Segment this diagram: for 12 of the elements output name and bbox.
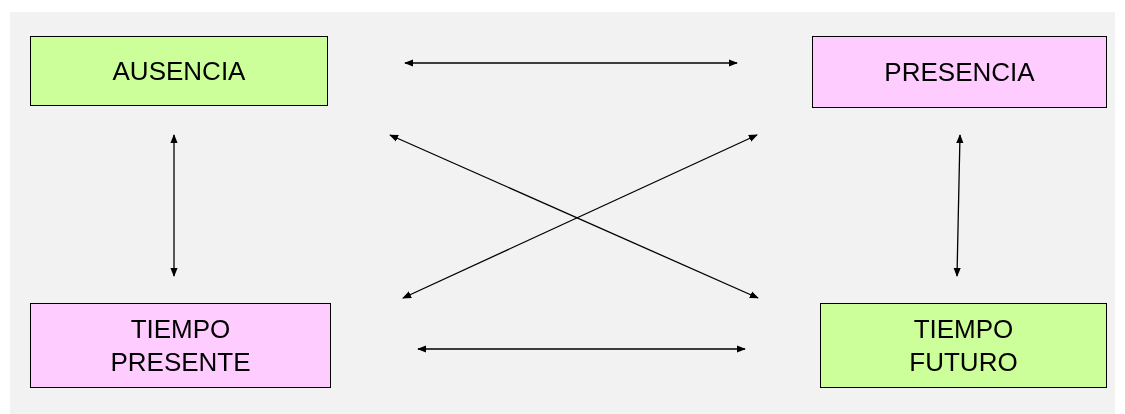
- double-arrow: [170, 134, 178, 277]
- double-arrow: [404, 59, 738, 67]
- box-label: TIEMPO PRESENTE: [109, 312, 252, 379]
- concept-box: [30, 303, 331, 388]
- box-label: AUSENCIA: [112, 54, 246, 88]
- double-arrow: [953, 134, 964, 277]
- concept-box: [820, 303, 1107, 388]
- concept-box: [30, 36, 328, 106]
- box-label: TIEMPO FUTURO: [908, 312, 1019, 379]
- double-arrow: [417, 345, 746, 353]
- concept-box: [812, 36, 1107, 108]
- box-label: PRESENCIA: [884, 55, 1035, 89]
